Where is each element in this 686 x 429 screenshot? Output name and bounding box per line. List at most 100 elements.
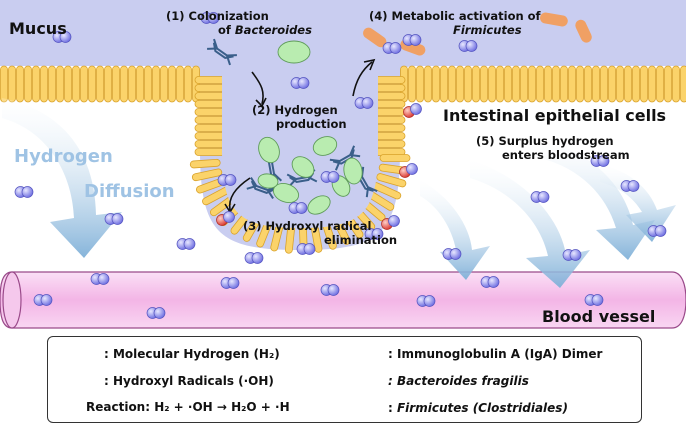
- h2-molecule: [221, 278, 239, 289]
- epithelial-cell: [81, 66, 88, 102]
- epithelial-cell: [375, 85, 405, 92]
- epithelial-cell: [89, 66, 96, 102]
- h2-molecule: [443, 249, 461, 260]
- epithelial-cell: [9, 66, 16, 102]
- step4-line1: (4) Metabolic activation of: [369, 9, 541, 23]
- epithelial-cell: [375, 101, 405, 108]
- h2-molecule: [355, 98, 373, 109]
- epithelial-cell: [497, 66, 504, 102]
- h2-molecule: [585, 295, 603, 306]
- h2-molecule: [34, 295, 52, 306]
- epithelial-cell: [185, 66, 192, 102]
- epithelial-cell: [481, 66, 488, 102]
- epithelial-cell: [657, 66, 664, 102]
- epithelial-cell: [137, 66, 144, 102]
- epithelial-cell: [593, 66, 600, 102]
- epithelial-cell: [665, 66, 672, 102]
- step5-label: (5) Surplus hydrogen enters bloodstream: [476, 134, 630, 162]
- h2-molecule: [147, 308, 165, 319]
- legend-reaction-text: Reaction: H₂ + ·OH → H₂O + ·H: [86, 400, 290, 414]
- oh-radical: [404, 104, 422, 118]
- h2-molecule: [563, 250, 581, 261]
- epithelial-cell: [489, 66, 496, 102]
- epithelial-cell: [169, 66, 176, 102]
- legend-firmicutes-text: : Firmicutes (Clostridiales): [388, 401, 568, 415]
- step4-label: (4) Metabolic activation of Firmicutes: [369, 9, 541, 37]
- epithelial-cell: [529, 66, 536, 102]
- epithelial-cell: [649, 66, 656, 102]
- epithelial-cell: [177, 66, 184, 102]
- epithelial-cell: [153, 66, 160, 102]
- epithelial-cell: [195, 125, 225, 132]
- step5-line2: enters bloodstream: [476, 148, 630, 162]
- h2-molecule: [245, 253, 263, 264]
- h2-molecule: [417, 296, 435, 307]
- epithelial-cell: [375, 117, 405, 124]
- epithelial-cell: [609, 66, 616, 102]
- epithelial-cell: [25, 66, 32, 102]
- epithelial-cell: [505, 66, 512, 102]
- legend-bacteroides-italic: : Bacteroides fragilis: [388, 374, 529, 388]
- h2-molecule: [91, 274, 109, 285]
- epithelial-cell: [73, 66, 80, 102]
- step1-line2-prefix: of: [218, 23, 235, 37]
- epithelial-cell: [641, 66, 648, 102]
- step1-label: (1) Colonization of Bacteroides: [166, 9, 312, 37]
- epithelial-cell: [561, 66, 568, 102]
- h2-molecule: [218, 175, 236, 186]
- epithelial-cell: [449, 66, 456, 102]
- step2-label: (2) Hydrogen production: [252, 103, 347, 131]
- epithelial-cell: [633, 66, 640, 102]
- step1-line2-italic: Bacteroides: [235, 23, 312, 37]
- step3-label: (3) Hydroxyl radical elimination: [243, 219, 397, 247]
- epithelial-cell: [195, 93, 225, 100]
- epithelial-cell: [545, 66, 552, 102]
- epithelial-cell: [601, 66, 608, 102]
- step2-line1: (2) Hydrogen: [252, 103, 347, 117]
- epithelial-cell: [375, 141, 405, 148]
- step5-line1: (5) Surplus hydrogen: [476, 134, 630, 148]
- h2-molecule: [321, 285, 339, 296]
- bacteroides-cell: [278, 41, 310, 63]
- epithelial-cell: [129, 66, 136, 102]
- epithelial-cell: [195, 101, 225, 108]
- epithelial-cell: [585, 66, 592, 102]
- epithelial-cell: [473, 66, 480, 102]
- epithelial-cell: [409, 66, 416, 102]
- epithelial-cell: [375, 77, 405, 84]
- step3-line2: elimination: [243, 233, 397, 247]
- epithelial-label: Intestinal epithelial cells: [443, 106, 666, 125]
- epithelial-cell: [145, 66, 152, 102]
- epithelial-cell: [113, 66, 120, 102]
- legend-bacteroides-text: : Bacteroides fragilis: [388, 374, 529, 388]
- epithelial-cell: [375, 125, 405, 132]
- diffusion-label-diffusion: Diffusion: [84, 181, 175, 202]
- epithelial-cell: [569, 66, 576, 102]
- step4-line2-italic: Firmicutes: [453, 23, 522, 37]
- epithelial-cell: [465, 66, 472, 102]
- epithelial-cell: [513, 66, 520, 102]
- epithelial-cell: [17, 66, 24, 102]
- epithelial-cell: [433, 66, 440, 102]
- epithelial-cell: [375, 93, 405, 100]
- epithelial-cell: [617, 66, 624, 102]
- step1-line1: (1) Colonization: [166, 9, 312, 23]
- h2-molecule: [383, 43, 401, 54]
- epithelial-cell: [161, 66, 168, 102]
- epithelial-cell: [553, 66, 560, 102]
- epithelial-cell: [41, 66, 48, 102]
- h2-molecule: [459, 41, 477, 52]
- step2-line2: production: [252, 117, 347, 131]
- epithelial-cell: [57, 66, 64, 102]
- legend-firmicutes-prefix: :: [388, 401, 397, 415]
- legend-iga-text: : Immunoglobulin A (IgA) Dimer: [388, 347, 602, 361]
- h2-molecule: [481, 277, 499, 288]
- epithelial-cell: [195, 77, 225, 84]
- h2-molecule: [289, 203, 307, 214]
- epithelial-cell: [195, 109, 225, 116]
- epithelial-cell: [49, 66, 56, 102]
- epithelial-cell: [195, 141, 225, 148]
- legend-firmicutes-paren: (Clostridiales): [469, 401, 568, 415]
- h2-molecule: [105, 214, 123, 225]
